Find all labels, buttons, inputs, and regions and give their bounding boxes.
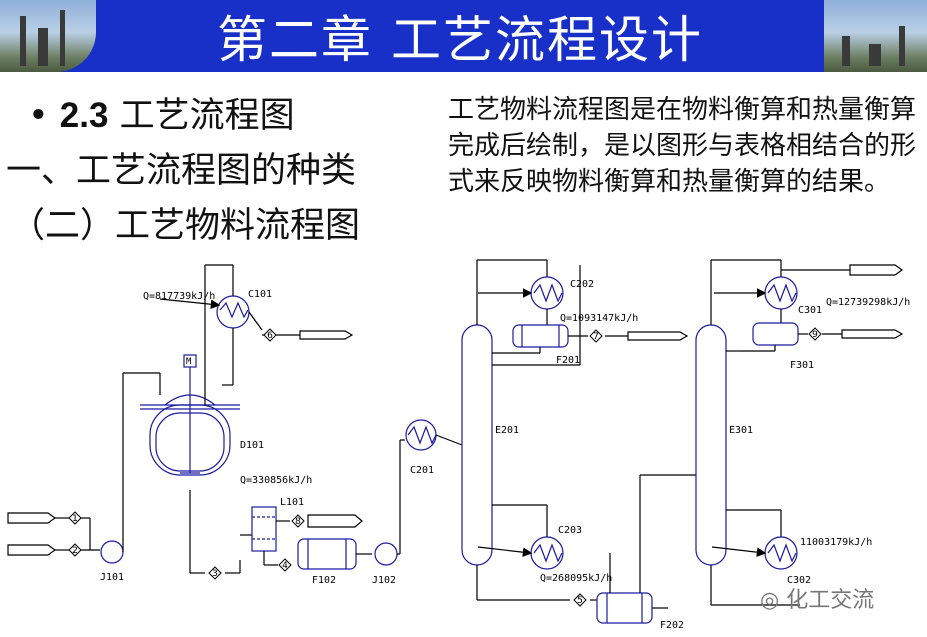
- svg-text:4: 4: [282, 561, 288, 571]
- label-l101: L101: [280, 497, 304, 508]
- label-c202: C202: [570, 279, 594, 290]
- stream-6: 6: [263, 328, 277, 342]
- watermark-text: 化工交流: [786, 588, 875, 613]
- label-d101: D101: [240, 440, 264, 451]
- duty-d101: Q=330856kJ/h: [240, 475, 312, 486]
- stream-4: 4: [278, 558, 292, 572]
- stream-3: 3: [208, 566, 222, 580]
- label-j101: J101: [100, 572, 124, 583]
- feed-tag-2: [7, 544, 57, 556]
- stream-7: 7: [589, 329, 603, 343]
- label-f102: F102: [312, 575, 336, 586]
- svg-text:8: 8: [295, 517, 301, 527]
- duty-c101: Q=817739kJ/h: [143, 291, 215, 302]
- stream-5: 5: [573, 593, 587, 607]
- stream-2: 2: [68, 543, 82, 557]
- label-c203: C203: [558, 525, 582, 536]
- label-e301: E301: [729, 425, 753, 436]
- bullet: •: [28, 96, 49, 136]
- label-f301: F301: [790, 360, 814, 371]
- feed-tag-1: [7, 512, 57, 524]
- subheading-1: 一、工艺流程图的种类: [6, 151, 357, 191]
- duty-c203: Q=268095kJ/h: [540, 573, 612, 584]
- duty-c302: 11003179kJ/h: [800, 537, 872, 548]
- section-title: 工艺流程图: [108, 96, 295, 136]
- label-j102: J102: [372, 575, 396, 586]
- svg-text:5: 5: [577, 596, 583, 606]
- section-number: 2.3: [59, 96, 109, 135]
- watermark: ◎ 化工交流: [760, 582, 874, 614]
- duty-c202: Q=1093147kJ/h: [560, 313, 638, 324]
- stream-8: 8: [291, 514, 305, 528]
- wechat-icon: ◎: [760, 588, 780, 613]
- section-heading: • 2.3 工艺流程图: [28, 88, 360, 144]
- svg-text:9: 9: [812, 330, 818, 340]
- label-f202: F202: [660, 620, 684, 631]
- stream-9: 9: [808, 327, 822, 341]
- svg-text:7: 7: [593, 332, 599, 342]
- left-heading-block: • 2.3 工艺流程图 一、工艺流程图的种类 （二）工艺物料流程图: [6, 88, 360, 254]
- label-f201: F201: [556, 355, 580, 366]
- svg-text:3: 3: [212, 569, 218, 579]
- process-flow-diagram: 1 2 3 4 5 6 7 8: [7, 259, 910, 631]
- plant-photo-right: [824, 0, 927, 72]
- label-motor: M: [186, 357, 192, 367]
- header-banner: 第二章 工艺流程设计: [0, 0, 927, 72]
- label-c302: C302: [787, 575, 811, 586]
- duty-c301: Q=12739298kJ/h: [826, 297, 910, 308]
- svg-text:1: 1: [72, 514, 78, 524]
- subheading-2: （二）工艺物料流程图: [10, 206, 361, 246]
- svg-text:2: 2: [72, 546, 78, 556]
- page-title: 第二章 工艺流程设计: [217, 11, 703, 69]
- label-c101: C101: [248, 289, 272, 300]
- description-paragraph: 工艺物料流程图是在物料衡算和热量衡算完成后绘制，是以图形与表格相结合的形式来反映…: [448, 95, 917, 197]
- label-c301: C301: [798, 305, 822, 316]
- svg-text:6: 6: [267, 331, 273, 341]
- label-e201: E201: [495, 425, 519, 436]
- plant-photo-left: [0, 0, 96, 72]
- stream-1: 1: [68, 511, 82, 525]
- label-c201: C201: [410, 465, 434, 476]
